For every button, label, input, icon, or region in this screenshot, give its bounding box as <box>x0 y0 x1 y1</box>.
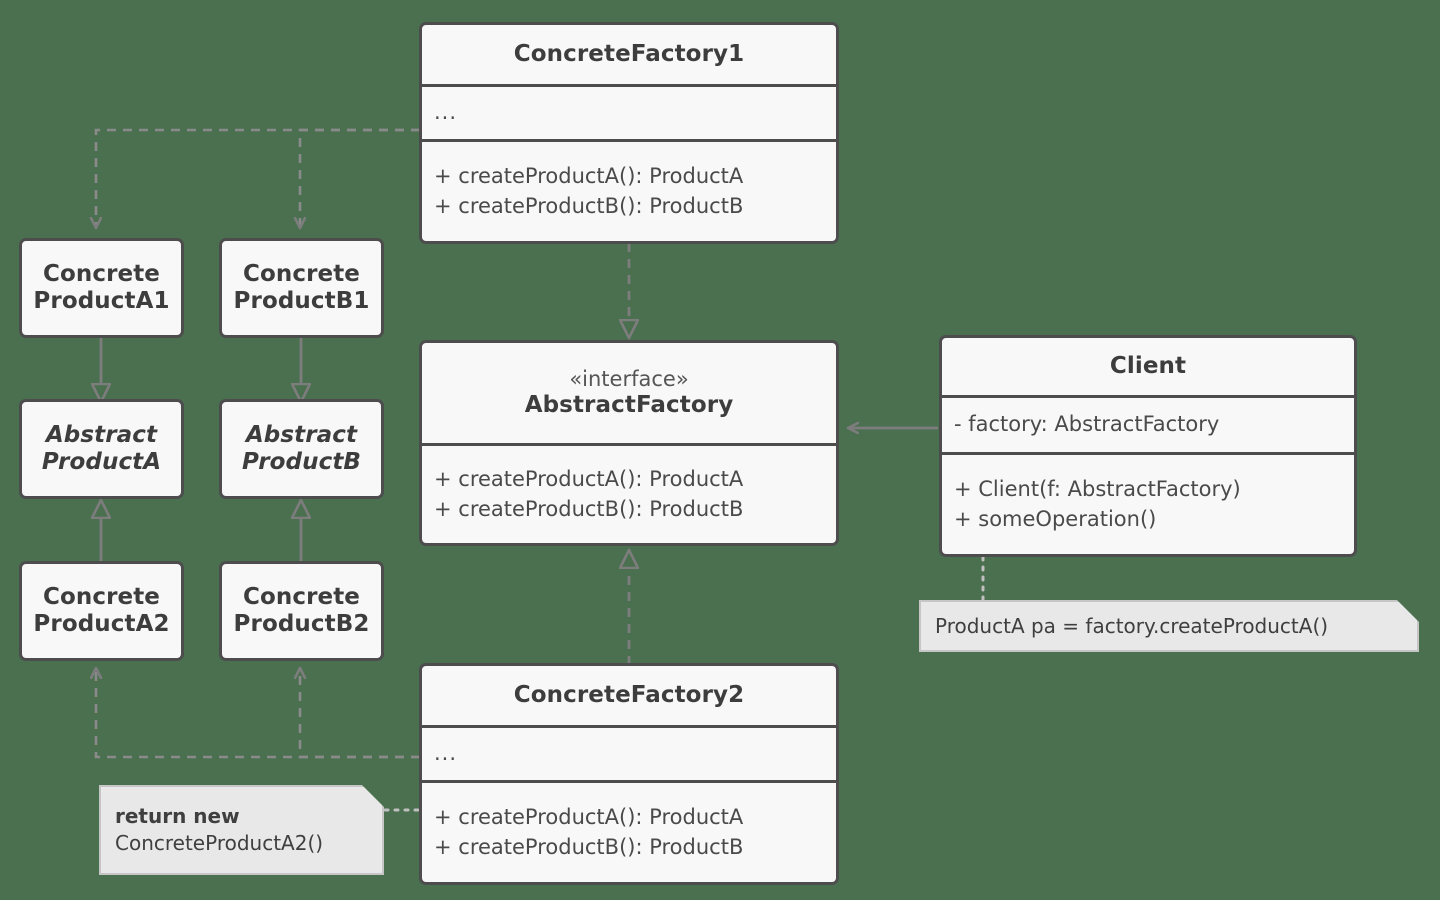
edge-concretefactory1-creates-concreteproductb1 <box>300 128 420 228</box>
class-abstractproductb[interactable]: Abstract ProductB <box>219 399 384 499</box>
class-name-line-1: Concrete <box>42 583 161 610</box>
class-name-line-2: ProductB <box>241 449 362 475</box>
operation-row: + createProductB(): ProductB <box>434 193 744 218</box>
class-concretefactory1-title: ConcreteFactory1 <box>422 25 836 84</box>
class-concretefactory2[interactable]: ConcreteFactory2 ... + createProductA():… <box>419 663 839 885</box>
class-concreteproductb1[interactable]: Concrete ProductB1 <box>219 238 384 338</box>
note-client-code[interactable]: ProductA pa = factory.createProductA() <box>919 600 1419 652</box>
operation-row: + someOperation() <box>954 506 1157 531</box>
attribute-row: ... <box>434 100 458 125</box>
attribute-row: - factory: AbstractFactory <box>954 412 1220 437</box>
class-concreteproducta2[interactable]: Concrete ProductA2 <box>19 561 184 661</box>
operation-row: + createProductB(): ProductB <box>434 834 744 859</box>
class-abstractfactory[interactable]: «interface» AbstractFactory + createProd… <box>419 340 839 546</box>
class-concretefactory1[interactable]: ConcreteFactory1 ... + createProductA():… <box>419 22 839 244</box>
class-abstractfactory-title: «interface» AbstractFactory <box>422 343 836 443</box>
class-client[interactable]: Client - factory: AbstractFactory + Clie… <box>939 335 1357 557</box>
class-concreteproductb2-title: Concrete ProductB2 <box>222 564 381 658</box>
class-concreteproductb1-title: Concrete ProductB1 <box>222 241 381 335</box>
class-concreteproducta2-title: Concrete ProductA2 <box>22 564 181 658</box>
edge-concretefactory2-creates-concreteproducta2 <box>96 668 420 759</box>
interface-stereotype: «interface» <box>569 366 689 391</box>
class-abstractproducta[interactable]: Abstract ProductA <box>19 399 184 499</box>
class-name-line-1: Concrete <box>42 260 161 287</box>
class-name-line-2: ProductB2 <box>233 611 370 637</box>
class-name-line-1: Abstract <box>45 421 158 448</box>
class-concretefactory1-operations: + createProductA(): ProductA + createPro… <box>422 139 836 241</box>
note-text-line-1: return new <box>115 804 240 828</box>
class-name-line-2: ProductA2 <box>33 611 170 637</box>
edge-concretefactory1-creates-concreteproducta1 <box>96 128 420 228</box>
note-factory2-code[interactable]: return new ConcreteProductA2() <box>99 785 384 875</box>
class-concreteproductb2[interactable]: Concrete ProductB2 <box>219 561 384 661</box>
class-concretefactory2-attributes: ... <box>422 725 836 780</box>
note-fold-corner-icon <box>362 785 384 807</box>
operation-row: + Client(f: AbstractFactory) <box>954 476 1241 501</box>
class-name-line-1: Concrete <box>242 583 361 610</box>
class-name: ConcreteFactory1 <box>513 40 745 67</box>
note-text-line-2: ConcreteProductA2() <box>115 831 324 855</box>
class-name-line-2: ProductA <box>41 449 162 475</box>
operation-row: + createProductA(): ProductA <box>434 804 744 829</box>
class-concreteproducta1-title: Concrete ProductA1 <box>22 241 181 335</box>
class-concretefactory1-attributes: ... <box>422 84 836 139</box>
operation-row: + createProductB(): ProductB <box>434 496 744 521</box>
note-fold-corner-icon <box>1397 600 1419 622</box>
class-abstractproducta-title: Abstract ProductA <box>22 402 181 496</box>
class-name-line-2: ProductA1 <box>33 288 170 314</box>
class-concreteproducta1[interactable]: Concrete ProductA1 <box>19 238 184 338</box>
class-abstractproductb-title: Abstract ProductB <box>222 402 381 496</box>
class-client-operations: + Client(f: AbstractFactory) + someOpera… <box>942 452 1354 554</box>
class-name: Client <box>1109 352 1187 379</box>
class-name-line-1: Abstract <box>245 421 358 448</box>
class-name: AbstractFactory <box>524 392 734 419</box>
class-name: ConcreteFactory2 <box>513 681 745 708</box>
class-name-line-2: ProductB1 <box>233 288 370 314</box>
attribute-row: ... <box>434 741 458 766</box>
class-client-title: Client <box>942 338 1354 395</box>
class-concretefactory2-title: ConcreteFactory2 <box>422 666 836 725</box>
class-client-attributes: - factory: AbstractFactory <box>942 395 1354 452</box>
class-concretefactory2-operations: + createProductA(): ProductA + createPro… <box>422 780 836 882</box>
class-abstractfactory-operations: + createProductA(): ProductA + createPro… <box>422 443 836 543</box>
edge-concretefactory2-creates-concreteproductb2 <box>300 668 420 759</box>
note-text: ProductA pa = factory.createProductA() <box>935 613 1329 638</box>
operation-row: + createProductA(): ProductA <box>434 163 744 188</box>
operation-row: + createProductA(): ProductA <box>434 466 744 491</box>
class-name-line-1: Concrete <box>242 260 361 287</box>
